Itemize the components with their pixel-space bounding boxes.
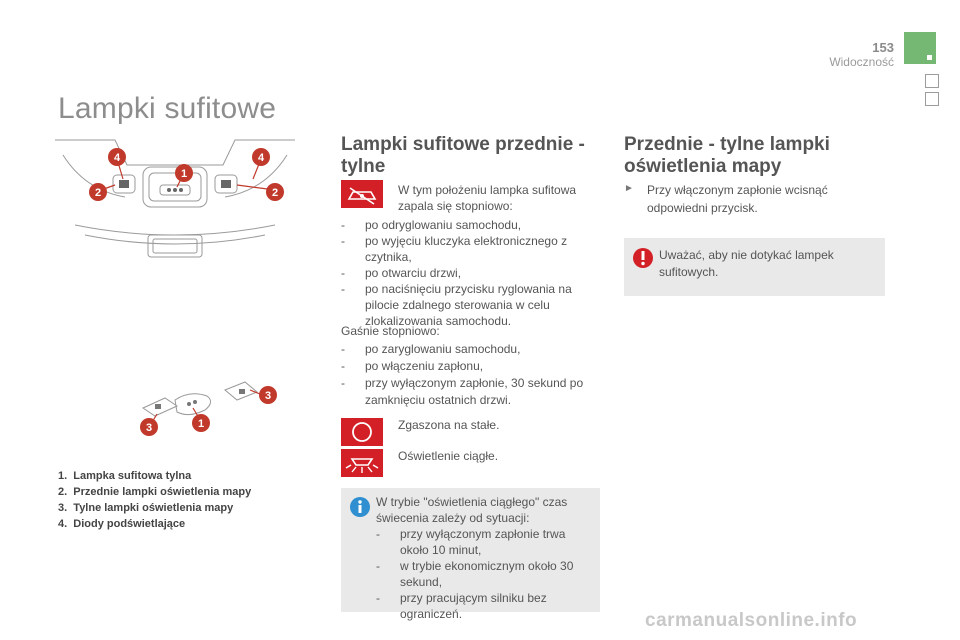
- warning-text: Uważać, aby nie dotykać lampek sufitowyc…: [659, 247, 879, 281]
- arrow-bullet-icon: ►: [624, 183, 634, 194]
- legend-item: 3. Tylne lampki oświetlenia mapy: [58, 502, 234, 514]
- watermark: carmanualsonline.info: [645, 610, 858, 631]
- text-line: W tym położeniu lampka sufitowa: [398, 183, 577, 197]
- heading-line: Przednie - tylne lampki: [624, 134, 830, 155]
- text-line: Przy włączonym zapłonie wcisnąć: [647, 183, 828, 197]
- on-label: Oświetlenie ciągłe.: [398, 449, 499, 463]
- list-item: przy pracującym silniku bez ograniczeń.: [376, 590, 594, 622]
- text-line: zapala się stopniowo:: [398, 199, 513, 213]
- callout-2: 2: [95, 187, 101, 199]
- callout-4: 4: [114, 152, 121, 164]
- legend-item: 4. Diody podświetlające: [58, 518, 186, 530]
- text-line: odpowiedni przycisk.: [647, 201, 758, 215]
- list-item: przy wyłączonym zapłonie, 30 sekund po z…: [341, 375, 597, 409]
- info-list: przy wyłączonym zapłonie trwa około 10 m…: [376, 526, 594, 622]
- heading-line: tylne: [341, 156, 386, 177]
- list-item: przy wyłączonym zapłonie trwa około 10 m…: [376, 526, 594, 558]
- tab-marker: [927, 55, 932, 60]
- info-text: W trybie "oświetlenia ciągłego" czas świ…: [376, 494, 594, 622]
- heading-line: oświetlenia mapy: [624, 156, 782, 177]
- info-icon: [350, 497, 370, 517]
- off-conditions-list: po zaryglowaniu samochodu, po włączeniu …: [341, 341, 597, 409]
- fade-label: Gaśnie stopniowo:: [341, 324, 440, 338]
- list-item: po naciśnięciu przycisku ryglowania na p…: [341, 281, 593, 329]
- rear-light-illustration: 3 1 3: [140, 381, 277, 436]
- list-item: po odryglowaniu samochodu,: [341, 217, 593, 233]
- intro-text: W tym położeniu lampka sufitowa zapala s…: [398, 182, 598, 214]
- callout-3: 3: [265, 390, 271, 402]
- text-line: świecenia zależy od sytuacji:: [376, 511, 530, 525]
- instruction-text: Przy włączonym zapłonie wcisnąć odpowied…: [647, 181, 877, 217]
- ceiling-light-door-icon: [341, 180, 383, 208]
- front-console-illustration: 4 4 1 2 2: [55, 139, 295, 258]
- text-line: sufitowych.: [659, 265, 719, 279]
- warning-icon: [633, 248, 653, 268]
- list-item: po wyjęciu kluczyka elektronicznego z cz…: [341, 233, 593, 265]
- front-rear-heading: Lampki sufitowe przednie - tylne: [341, 134, 601, 178]
- on-conditions-list: po odryglowaniu samochodu, po wyjęciu kl…: [341, 217, 593, 329]
- heading-line: Lampki sufitowe przednie -: [341, 134, 585, 155]
- page-title: Lampki sufitowe: [58, 92, 277, 125]
- callout-1: 1: [198, 418, 204, 430]
- off-label: Zgaszona na stałe.: [398, 418, 500, 432]
- list-item: po zaryglowaniu samochodu,: [341, 341, 597, 358]
- section-tab[interactable]: [925, 92, 939, 106]
- list-item: w trybie ekonomicznym około 30 sekund,: [376, 558, 594, 590]
- warning-note: Uważać, aby nie dotykać lampek sufitowyc…: [624, 238, 885, 296]
- legend: 1. Lampka sufitowa tylna 2. Przednie lam…: [58, 468, 318, 532]
- section-tab[interactable]: [925, 74, 939, 88]
- callout-1: 1: [181, 168, 187, 180]
- text-line: W trybie "oświetlenia ciągłego" czas: [376, 495, 568, 509]
- info-note: W trybie "oświetlenia ciągłego" czas świ…: [341, 488, 600, 621]
- light-off-icon: [341, 418, 383, 446]
- list-item: po otwarciu drzwi,: [341, 265, 593, 281]
- map-lamps-heading: Przednie - tylne lampki oświetlenia mapy: [624, 134, 884, 178]
- page-number: 153: [872, 40, 894, 55]
- list-item: po włączeniu zapłonu,: [341, 358, 597, 375]
- text-line: Uważać, aby nie dotykać lampek: [659, 248, 834, 262]
- callout-4: 4: [258, 152, 265, 164]
- legend-item: 2. Przednie lampki oświetlenia mapy: [58, 486, 252, 498]
- callout-3: 3: [146, 422, 152, 434]
- section-title: Widoczność: [829, 55, 894, 69]
- legend-item: 1. Lampka sufitowa tylna: [58, 470, 192, 482]
- callout-2: 2: [272, 187, 278, 199]
- light-on-icon: [341, 449, 383, 477]
